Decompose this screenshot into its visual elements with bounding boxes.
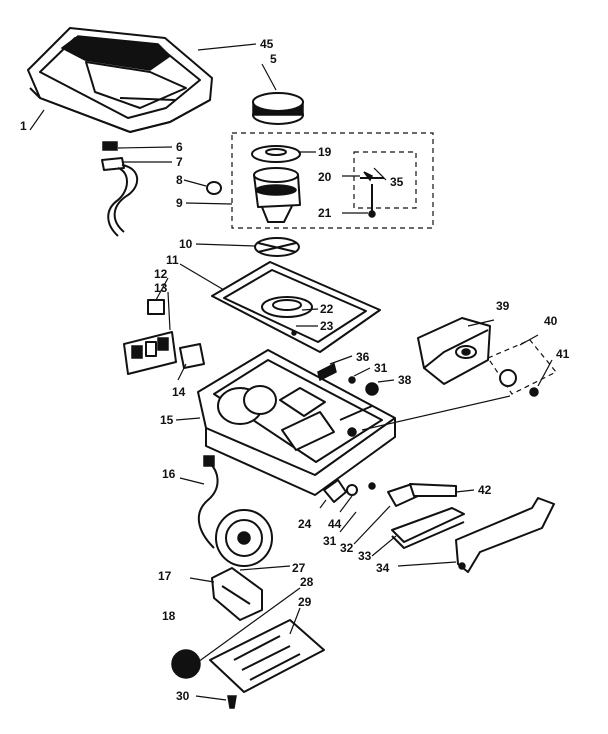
callout-30: 30 bbox=[176, 689, 190, 703]
callout-27: 27 bbox=[292, 561, 306, 575]
part-18-roller bbox=[171, 649, 201, 679]
callout-21: 21 bbox=[318, 206, 332, 220]
callout-22: 22 bbox=[320, 302, 334, 316]
callout-10: 10 bbox=[179, 237, 193, 251]
callout-17: 17 bbox=[158, 569, 172, 583]
callout-18: 18 bbox=[162, 609, 176, 623]
part-38 bbox=[365, 382, 379, 396]
callout-13: 13 bbox=[154, 281, 168, 295]
part-27-wheel bbox=[215, 509, 273, 567]
callout-41: 41 bbox=[556, 347, 570, 361]
callout-1: 1 bbox=[20, 119, 27, 133]
part-30-screw bbox=[227, 695, 237, 709]
callout-9: 9 bbox=[176, 196, 183, 210]
callout-45: 45 bbox=[260, 37, 274, 51]
leader-lines bbox=[29, 43, 553, 701]
callout-6: 6 bbox=[176, 140, 183, 154]
callout-5: 5 bbox=[270, 52, 277, 66]
callout-33: 33 bbox=[358, 549, 372, 563]
callout-labels: 45 5 1 6 7 8 9 10 11 12 13 14 15 16 19 2… bbox=[20, 37, 570, 703]
callout-16: 16 bbox=[162, 467, 176, 481]
callout-24: 24 bbox=[298, 517, 312, 531]
part-39-nozzle-mount bbox=[417, 317, 557, 397]
part-hood-cover bbox=[27, 27, 213, 133]
callout-34: 34 bbox=[376, 561, 390, 575]
part-lower-linkage bbox=[323, 479, 555, 573]
part-16-plug bbox=[203, 455, 215, 467]
callout-23: 23 bbox=[320, 319, 334, 333]
part-36 bbox=[317, 362, 337, 382]
part-31-top bbox=[348, 376, 356, 384]
callout-39: 39 bbox=[496, 299, 510, 313]
callout-12: 12 bbox=[154, 267, 168, 281]
callout-38: 38 bbox=[398, 373, 412, 387]
callout-11: 11 bbox=[166, 253, 179, 267]
callout-40: 40 bbox=[544, 314, 558, 328]
callout-42: 42 bbox=[478, 483, 492, 497]
part-15-housing bbox=[197, 349, 396, 496]
callout-14: 14 bbox=[172, 385, 186, 399]
callout-20: 20 bbox=[318, 170, 332, 184]
callout-32: 32 bbox=[340, 541, 354, 555]
part-8-knob bbox=[206, 181, 222, 195]
callout-31-bottom: 31 bbox=[323, 534, 337, 548]
part-switch-cord bbox=[101, 141, 138, 237]
part-29-base-plate bbox=[209, 619, 325, 693]
callout-19: 19 bbox=[318, 145, 332, 159]
part-11-seal-frame bbox=[211, 261, 381, 353]
callout-15: 15 bbox=[160, 413, 174, 427]
callout-8: 8 bbox=[176, 173, 183, 187]
callout-36: 36 bbox=[356, 350, 370, 364]
part-16-cord bbox=[198, 459, 219, 549]
callout-35: 35 bbox=[390, 175, 404, 189]
callout-31-top: 31 bbox=[374, 361, 388, 375]
part-17-bracket bbox=[211, 567, 263, 621]
callout-28: 28 bbox=[300, 575, 314, 589]
callout-44: 44 bbox=[328, 517, 342, 531]
callout-29: 29 bbox=[298, 595, 312, 609]
motor-assembly bbox=[231, 92, 434, 229]
part-switch-panel bbox=[123, 299, 205, 375]
callout-7: 7 bbox=[176, 155, 183, 169]
